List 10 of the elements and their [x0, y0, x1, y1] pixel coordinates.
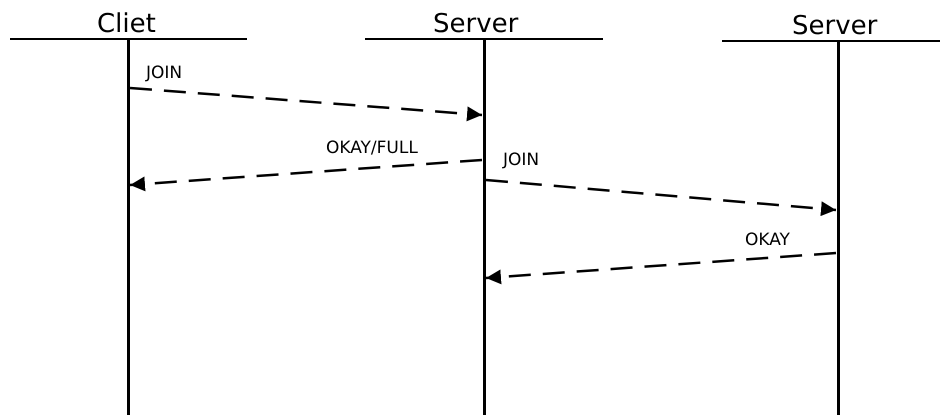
message-arrow	[486, 178, 836, 216]
message-arrow	[130, 86, 482, 122]
edge-label: JOIN	[503, 150, 540, 170]
participant-name: Server	[792, 12, 878, 40]
participant-name: Cliet	[97, 10, 156, 38]
message-arrow	[130, 158, 482, 192]
edge-label: JOIN	[146, 63, 182, 83]
edge-label: OKAY/FULL	[326, 138, 418, 158]
participant-name: Server	[433, 10, 518, 38]
message-arrow	[486, 252, 836, 284]
